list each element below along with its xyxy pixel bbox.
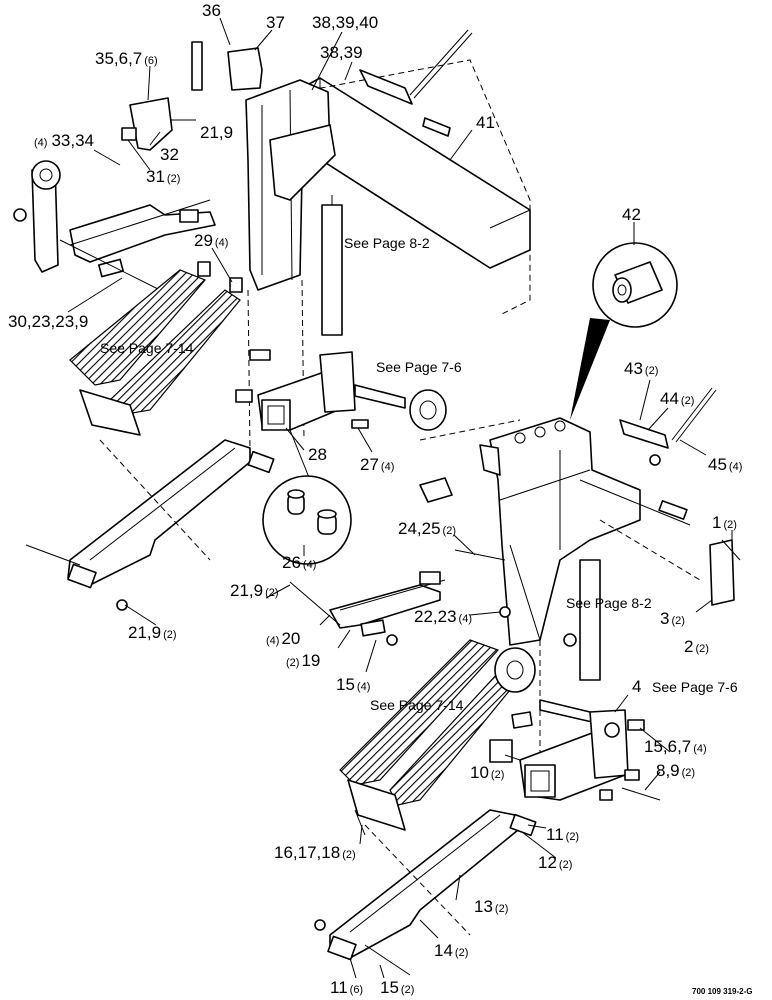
upper-frame-assembly	[13, 29, 531, 611]
callout-21-9-left: 21,9(2)	[128, 623, 177, 642]
wheel-hub-lower	[494, 647, 536, 693]
bracket-37	[227, 47, 263, 91]
hitch-arm-upper	[67, 439, 251, 586]
upper-gusset	[269, 124, 336, 201]
callout-22-23: 22,23(4)	[414, 607, 472, 626]
reference-notes: See Page 8-2 See Page 7-14 See Page 7-6 …	[100, 235, 738, 713]
callout-30-23-23-9: 30,23,23,9	[8, 312, 88, 331]
callout-13: 13(2)	[474, 897, 508, 916]
callout-14: 14(2)	[434, 941, 468, 960]
plate-38-39	[359, 69, 413, 105]
callout-15-lower: 15(2)	[380, 978, 414, 997]
callout-26: 26(4)	[282, 553, 316, 572]
callout-11-upper: 11(2)	[546, 825, 579, 844]
callout-37: 37	[266, 13, 285, 32]
callout-35-6-7: 35,6,7(6)	[95, 49, 158, 68]
pin-2	[709, 539, 735, 606]
hydraulic-cylinder-upper	[321, 204, 343, 336]
callout-45: 45(4)	[708, 455, 742, 474]
lower-frame-assembly	[289, 387, 741, 976]
callout-15-6-7: 15,6,7(4)	[644, 737, 707, 756]
callout-labels: 36 37 38,39,40 38,39 35,6,7(6) (4)33,34 …	[8, 1, 742, 997]
callout-15-mid: 15(4)	[336, 675, 370, 694]
lower-main-bracket	[489, 417, 641, 646]
wheel-hub-upper	[409, 389, 447, 431]
callout-1: 1(2)	[712, 513, 737, 532]
leader-lines	[67, 17, 733, 979]
note-see-page-7-14-upper: See Page 7-14	[100, 340, 194, 356]
callout-29: 29(4)	[194, 231, 228, 250]
note-see-page-7-6-upper: See Page 7-6	[376, 359, 462, 375]
callout-43: 43(2)	[624, 359, 658, 378]
callout-27: 27(4)	[360, 455, 394, 474]
drawing-number: 700 109 319-2-G	[692, 987, 753, 996]
callout-41: 41	[476, 113, 495, 132]
callout-3: 3(2)	[660, 609, 685, 628]
callout-2: 2(2)	[684, 637, 709, 656]
collar-inset	[570, 242, 678, 420]
callout-12: 12(2)	[538, 853, 572, 872]
callout-20: (4)20	[266, 629, 300, 648]
callout-16-17-18: 16,17,18(2)	[274, 843, 356, 862]
note-see-page-7-14-lower: See Page 7-14	[370, 697, 464, 713]
callout-32: 32	[160, 145, 179, 164]
callout-11-lower: 11(6)	[330, 978, 363, 997]
upper-arm-30	[69, 204, 216, 263]
callout-44: 44(2)	[660, 389, 694, 408]
callout-4: 4	[632, 677, 641, 696]
note-see-page-8-2-lower: See Page 8-2	[566, 595, 652, 611]
callout-10: 10(2)	[470, 763, 504, 782]
tube-outline	[299, 59, 531, 316]
callout-38-39-40: 38,39,40	[312, 13, 378, 32]
bracket-32	[129, 97, 173, 151]
callout-31: 31(2)	[146, 167, 180, 186]
lower-arm-19	[329, 584, 441, 629]
callout-42: 42	[622, 205, 641, 224]
conditioner-roll-upper	[69, 269, 206, 386]
callout-21-9-upper: 21,9	[200, 123, 233, 142]
plate-43	[619, 419, 669, 449]
callout-8-9: 8,9(2)	[656, 761, 695, 780]
note-see-page-7-6-lower: See Page 7-6	[652, 679, 738, 695]
callout-24-25: 24,25(2)	[398, 519, 456, 538]
pin-36	[191, 41, 203, 91]
callout-19: (2)19	[286, 651, 320, 670]
callout-38-39: 38,39	[320, 43, 363, 62]
bushing-inset	[262, 429, 352, 565]
callout-33-34: (4)33,34	[34, 131, 94, 150]
callout-36: 36	[202, 1, 221, 20]
hitch-arm-lower	[329, 809, 519, 959]
callout-28: 28	[308, 445, 327, 464]
hydraulic-cylinder-lower	[579, 559, 601, 681]
callout-21-9-mid: 21,9(2)	[230, 581, 279, 600]
note-see-page-8-2-upper: See Page 8-2	[344, 235, 430, 251]
